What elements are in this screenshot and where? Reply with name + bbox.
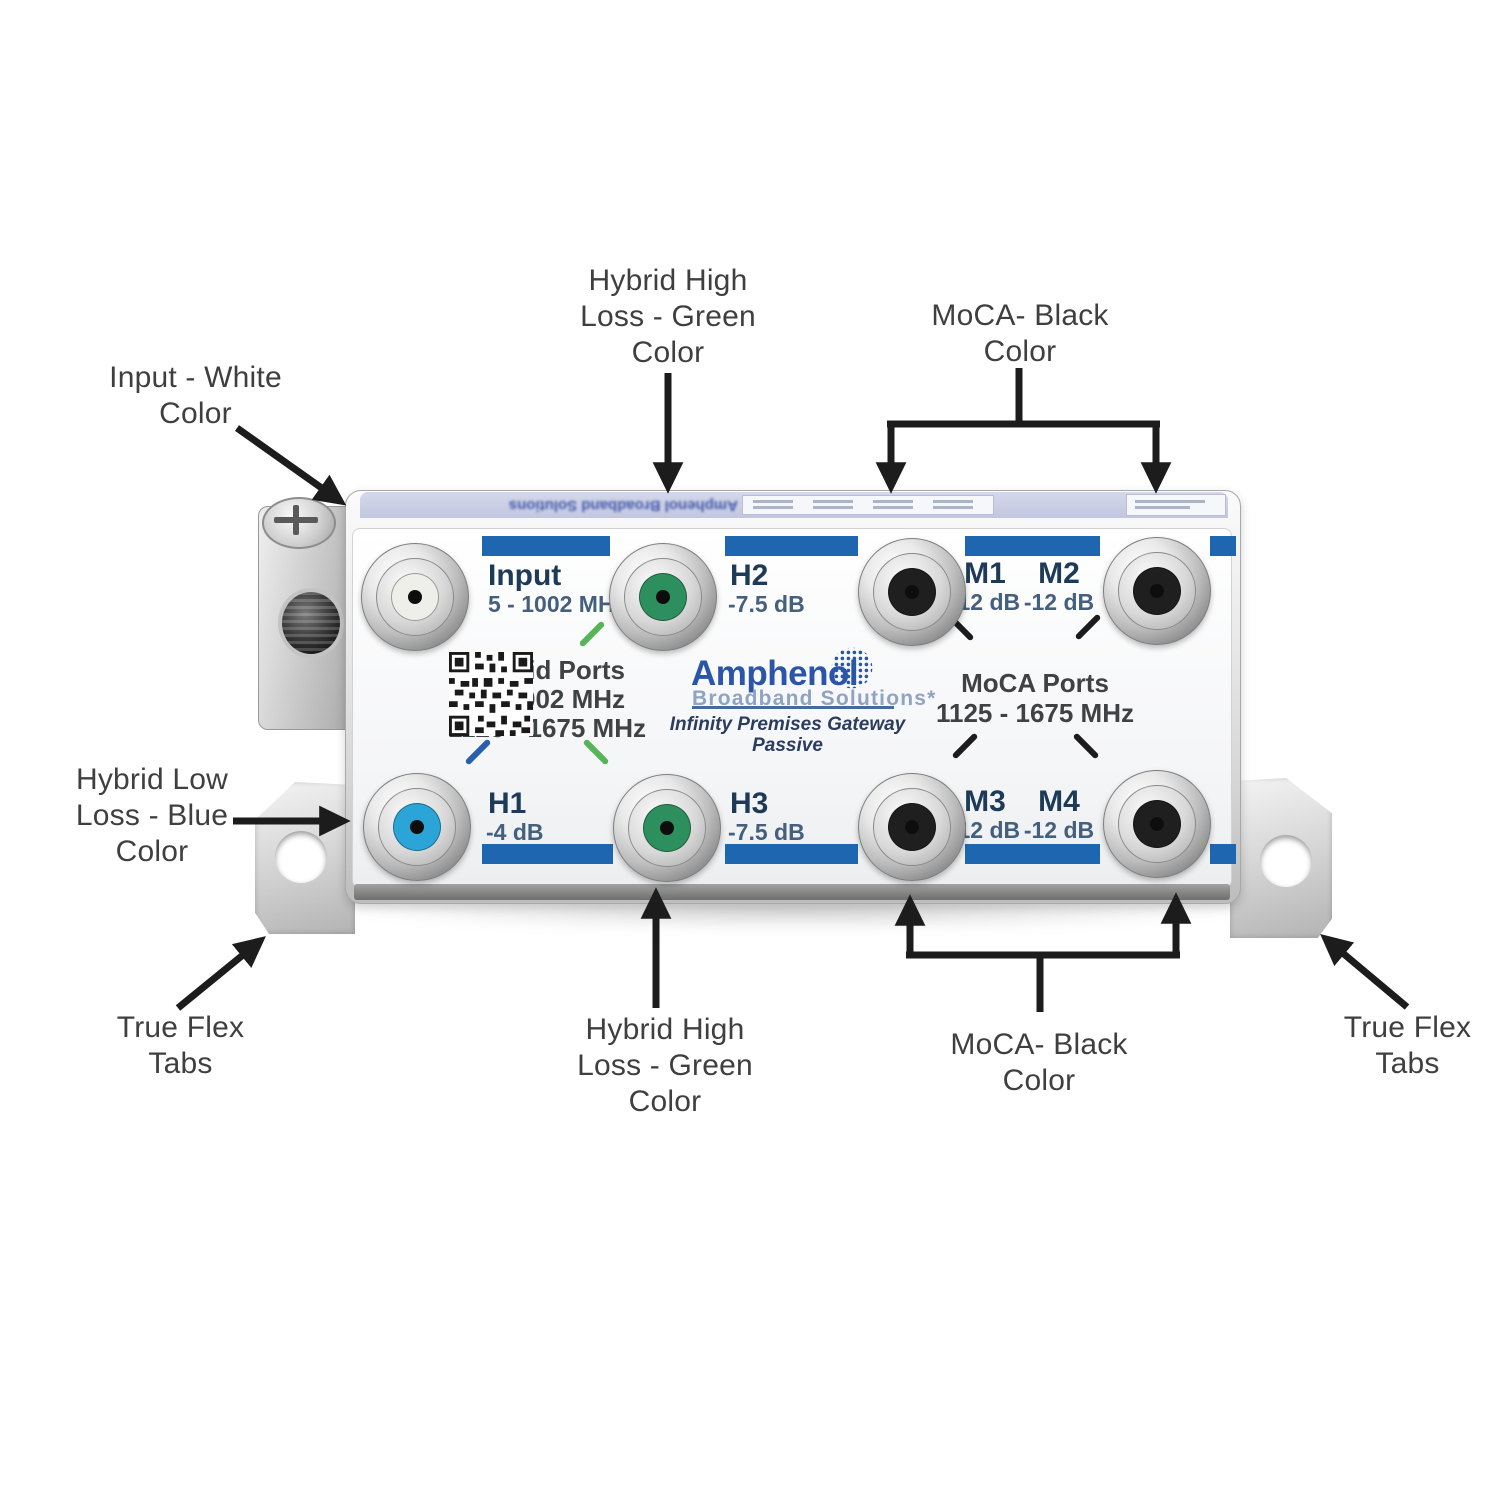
port-h2: [609, 543, 717, 651]
accent-bar: [482, 536, 610, 556]
arrow-true-flex-right: [1320, 934, 1410, 1010]
strip-mark: [753, 500, 793, 503]
port-pin-hole: [660, 821, 674, 835]
strip-mark: [933, 506, 973, 509]
ground-screw-icon: [262, 497, 336, 549]
brand-name: Amphenol: [691, 654, 859, 693]
strip-mark: [813, 500, 853, 503]
top-label-strip: Amphenol Broadband Solutions: [360, 492, 1228, 518]
port-insulator-black: [888, 803, 936, 851]
screw-slot-icon: [293, 505, 299, 535]
port-label-h3: H3: [730, 787, 769, 820]
strip-mark: [873, 506, 913, 509]
port-value-h2: -7.5 dB: [728, 591, 805, 617]
brand-tagline: Infinity Premises Gateway Passive: [669, 714, 906, 756]
brand-globe-icon: [831, 647, 873, 689]
accent-bar: [725, 536, 858, 556]
label-hybrid-high-bottom: Hybrid High Loss - Green Color: [577, 1013, 753, 1118]
true-flex-tab-right: [1230, 778, 1332, 938]
accent-bar: [965, 844, 1100, 864]
port-label-m3: M3: [964, 785, 1006, 818]
label-moca-top: MoCA- Black Color: [931, 299, 1109, 368]
port-pin-hole: [905, 585, 919, 599]
arrow-input: [234, 425, 347, 506]
qr-code-icon: [449, 652, 533, 736]
port-m4: [1103, 770, 1211, 878]
accent-bar: [725, 844, 858, 864]
port-label-h1: H1: [488, 787, 527, 820]
strip-brand-text: Amphenol Broadband Solutions: [508, 497, 738, 514]
port-m1: [858, 538, 966, 646]
port-pin-hole: [905, 820, 919, 834]
port-input: [361, 543, 469, 651]
port-label-m4: M4: [1038, 785, 1080, 818]
mount-hole-left: [275, 831, 327, 883]
port-value-input: 5 - 1002 MHz: [488, 591, 627, 617]
port-value-h1: -4 dB: [486, 819, 544, 845]
ground-set-screw-icon: [278, 588, 344, 658]
port-label-h2: H2: [730, 559, 769, 592]
port-pin-hole: [408, 590, 422, 604]
strip-mark: [873, 500, 913, 503]
arrow-true-flex-left: [175, 936, 266, 1011]
strip-spec-box: [742, 495, 994, 515]
strip-id-box: [1126, 494, 1226, 516]
port-value-m2: -12 dB: [1023, 589, 1095, 615]
label-moca-bottom: MoCA- Black Color: [950, 1028, 1128, 1097]
port-label-input: Input: [488, 559, 562, 592]
label-input-white: Input - White Color: [109, 361, 282, 430]
accent-bar: [965, 536, 1100, 556]
label-true-flex-right: True Flex Tabs: [1343, 1011, 1472, 1080]
label-hybrid-low: Hybrid Low Loss - Blue Color: [75, 763, 229, 868]
port-pin-hole: [410, 820, 424, 834]
brand-rule: [692, 706, 894, 709]
port-m3: [858, 773, 966, 881]
port-pin-hole: [1150, 584, 1164, 598]
port-m2: [1103, 537, 1211, 645]
accent-bar: [1210, 844, 1236, 864]
port-label-m2: M2: [1038, 557, 1080, 590]
brand-subtitle: Broadband Solutions*: [692, 687, 937, 710]
port-pin-hole: [1150, 817, 1164, 831]
port-insulator-white: [391, 573, 439, 621]
bottom-edge: [354, 884, 1230, 900]
moca-ports-spec: MoCA Ports 1125 - 1675 MHz: [935, 668, 1134, 728]
label-true-flex-left: True Flex Tabs: [116, 1011, 245, 1080]
port-pin-hole: [656, 590, 670, 604]
strip-mark: [753, 506, 793, 509]
accent-bar: [1210, 536, 1236, 556]
strip-mark: [933, 500, 973, 503]
label-hybrid-high-top: Hybrid High Loss - Green Color: [580, 264, 756, 369]
strip-mark: [1135, 500, 1205, 503]
port-value-m4: -12 dB: [1023, 817, 1095, 843]
mount-hole-right: [1260, 835, 1312, 887]
port-h1: [363, 773, 471, 881]
accent-bar: [482, 844, 613, 864]
strip-mark: [1135, 506, 1190, 509]
port-value-h3: -7.5 dB: [728, 819, 805, 845]
port-h3: [613, 774, 721, 882]
port-label-m1: M1: [964, 557, 1006, 590]
strip-mark: [813, 506, 853, 509]
